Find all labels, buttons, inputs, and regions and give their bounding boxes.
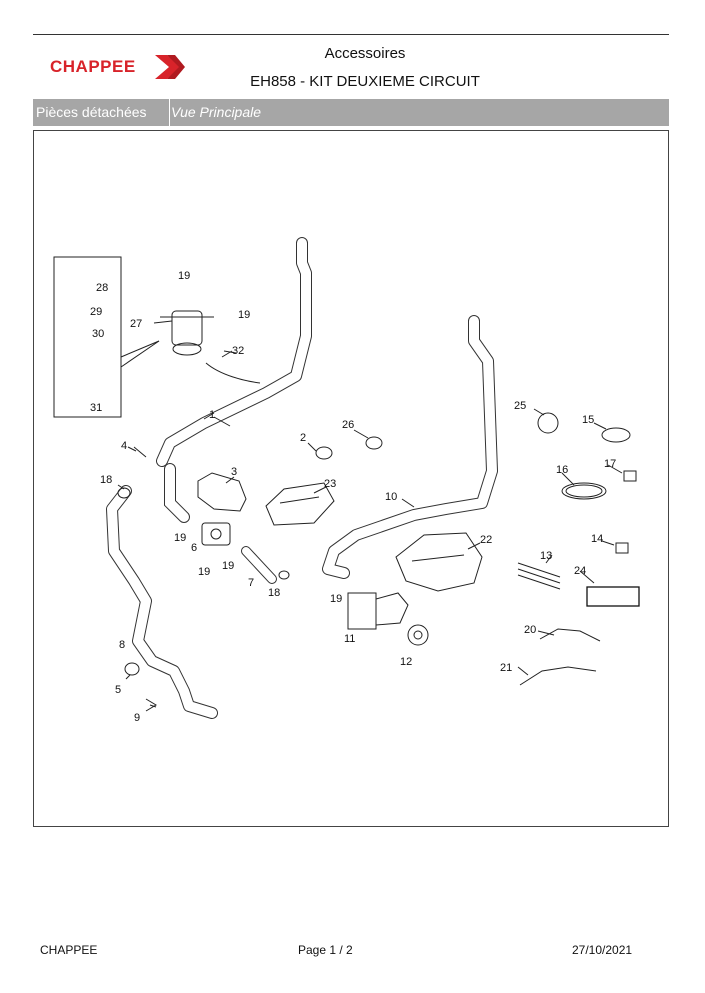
callout-7: 7 xyxy=(248,577,254,589)
tab-spare-parts[interactable]: Pièces détachées xyxy=(33,99,170,126)
callout-6: 6 xyxy=(191,542,197,554)
callout-2: 2 xyxy=(300,432,306,444)
callout-8: 8 xyxy=(119,639,125,651)
callout-19-f: 19 xyxy=(330,593,342,605)
callout-26: 26 xyxy=(342,419,354,431)
callout-19-b: 19 xyxy=(238,309,250,321)
callout-27: 27 xyxy=(130,318,142,330)
callout-18-bottom: 18 xyxy=(268,587,280,599)
callout-13: 13 xyxy=(540,550,552,562)
header-category: Accessoires xyxy=(324,45,406,62)
callout-17: 17 xyxy=(604,458,616,470)
callout-21: 21 xyxy=(500,662,512,674)
header-rule xyxy=(33,34,669,35)
callout-28: 28 xyxy=(96,282,108,294)
callout-23: 23 xyxy=(324,478,336,490)
callout-11: 11 xyxy=(344,633,355,645)
inset-detail-box xyxy=(53,256,122,418)
callout-20: 20 xyxy=(524,624,536,636)
tab-main-view[interactable]: Vue Principale xyxy=(171,104,262,120)
logo-text: CHAPPEE xyxy=(50,57,136,76)
callout-16: 16 xyxy=(556,464,568,476)
callout-14: 14 xyxy=(591,533,603,545)
callout-15: 15 xyxy=(582,414,594,426)
callout-22: 22 xyxy=(480,534,492,546)
callout-12: 12 xyxy=(400,656,412,668)
callout-19-a: 19 xyxy=(178,270,190,282)
callout-24: 24 xyxy=(574,565,586,577)
callout-4: 4 xyxy=(121,440,127,452)
footer-date: 27/10/2021 xyxy=(572,943,633,957)
callout-32: 32 xyxy=(232,345,244,357)
callout-19-d: 19 xyxy=(198,566,210,578)
footer-page-number: Page 1 / 2 xyxy=(298,943,353,957)
header-title: EH858 - KIT DEUXIEME CIRCUIT xyxy=(250,73,480,90)
callout-3: 3 xyxy=(231,466,237,478)
callout-18-top: 18 xyxy=(100,474,112,486)
callout-19-e: 19 xyxy=(222,560,234,572)
logo-swoosh-icon xyxy=(155,55,185,79)
callout-25: 25 xyxy=(514,400,526,412)
callout-1: 1 xyxy=(209,409,215,421)
callout-9: 9 xyxy=(134,712,140,724)
tab-bar: Pièces détachées Vue Principale xyxy=(33,99,669,126)
callout-10: 10 xyxy=(385,491,397,503)
chappee-logo: CHAPPEE xyxy=(50,52,190,82)
exploded-diagram: 1 2 3 4 5 6 7 8 9 10 11 12 13 14 15 16 1… xyxy=(53,237,640,724)
callout-29: 29 xyxy=(90,306,102,318)
callout-31: 31 xyxy=(90,402,102,414)
diagram-frame: 1 2 3 4 5 6 7 8 9 10 11 12 13 14 15 16 1… xyxy=(33,130,669,827)
callout-19-c: 19 xyxy=(174,532,186,544)
callout-30: 30 xyxy=(92,328,104,340)
footer-brand: CHAPPEE xyxy=(40,943,98,957)
callout-5: 5 xyxy=(115,684,121,696)
